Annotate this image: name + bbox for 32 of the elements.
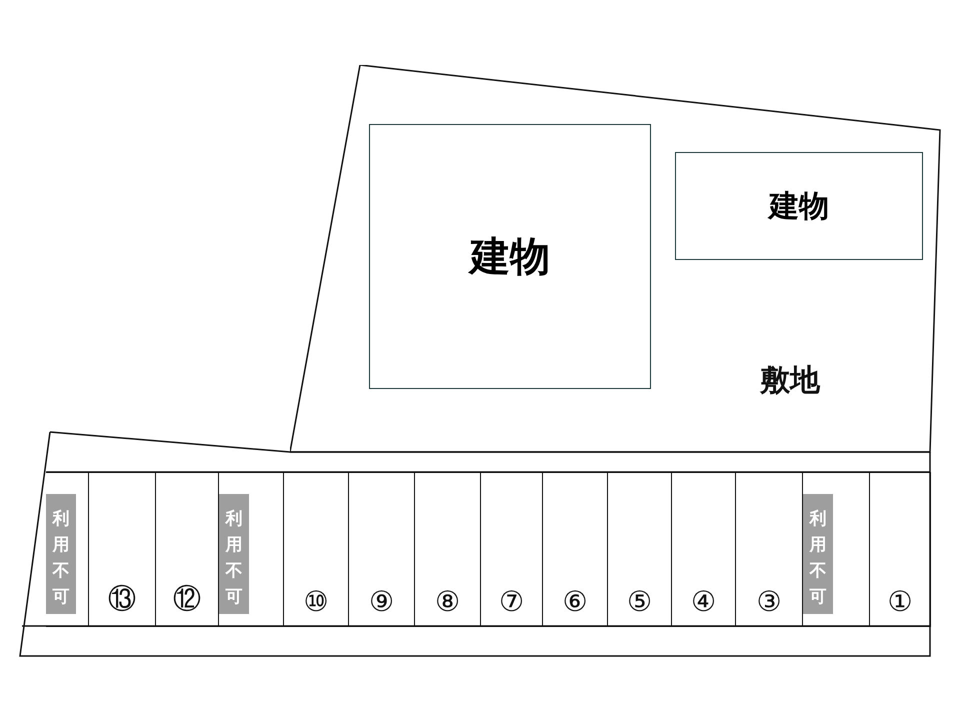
parking-space bbox=[802, 472, 870, 627]
space-number: ④ bbox=[690, 585, 718, 618]
parking-space bbox=[348, 472, 415, 627]
parking-space bbox=[671, 472, 736, 627]
space-number: ⑨ bbox=[368, 585, 396, 618]
space-number: ⑤ bbox=[626, 585, 654, 618]
building-label: 建物 bbox=[769, 188, 829, 226]
parking-space bbox=[607, 472, 672, 627]
space-number: ③ bbox=[755, 585, 783, 618]
space-number: ① bbox=[886, 585, 914, 618]
parking-space bbox=[283, 472, 349, 627]
space-number: ⑧ bbox=[434, 585, 462, 618]
parking-space bbox=[88, 472, 156, 627]
parking-space bbox=[542, 472, 608, 627]
space-number: ⑥ bbox=[561, 585, 589, 618]
parking-space bbox=[46, 472, 89, 627]
space-number: ⑫ bbox=[172, 581, 202, 617]
space-number: ⑩ bbox=[302, 585, 330, 618]
unavailable-marker: 利用不可 bbox=[803, 494, 833, 614]
building-label: 建物 bbox=[470, 233, 550, 282]
site-label: 敷地 bbox=[760, 362, 820, 400]
parking-space bbox=[414, 472, 481, 627]
parking-space bbox=[218, 472, 284, 627]
parking-space bbox=[480, 472, 543, 627]
space-number: ⑬ bbox=[107, 581, 137, 617]
unavailable-marker: 利用不可 bbox=[219, 494, 249, 614]
unavailable-marker: 利用不可 bbox=[46, 494, 76, 614]
space-number: ⑦ bbox=[498, 585, 526, 618]
parking-space bbox=[869, 472, 931, 627]
building-outline bbox=[369, 124, 651, 389]
building-outline bbox=[675, 152, 923, 260]
site-area bbox=[290, 65, 941, 453]
